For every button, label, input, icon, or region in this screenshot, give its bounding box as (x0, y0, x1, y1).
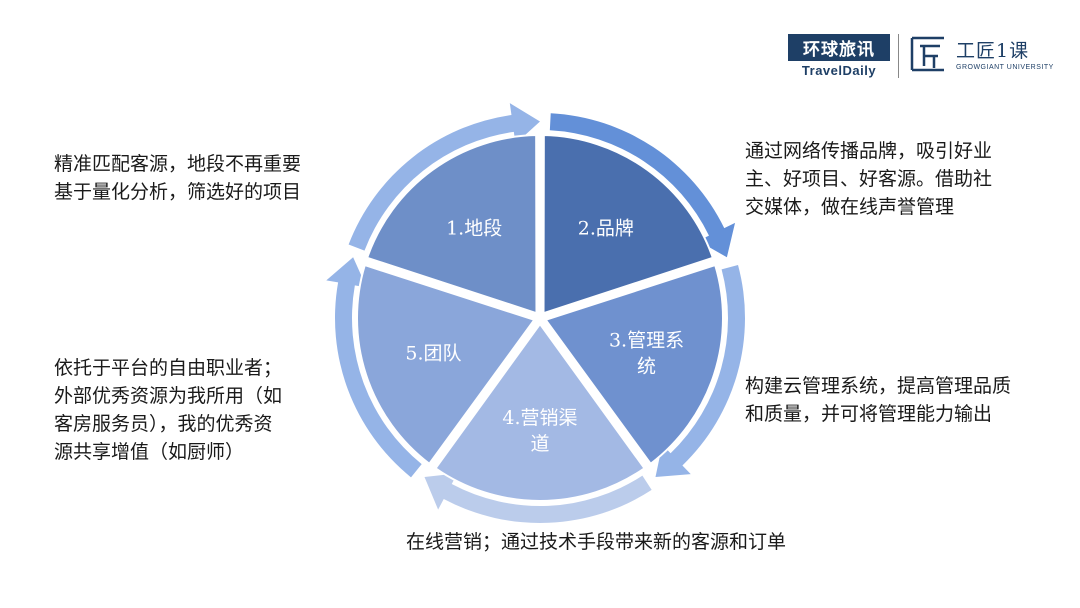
segment-5 (356, 263, 536, 466)
segment-label-4: 4.营销渠道 (502, 407, 577, 455)
segment-4 (434, 322, 646, 502)
segment-2 (542, 134, 715, 315)
segment-label-5: 5.团队 (405, 343, 461, 365)
traveldaily-logo-cn: 环球旅讯 (788, 34, 890, 61)
note-brand: 通过网络传播品牌，吸引好业 主、好项目、好客源。借助社 交媒体，做在线声誉管理 (745, 140, 993, 218)
ring-arrows (326, 103, 745, 523)
note-location: 精准匹配客源，地段不再重要 基于量化分析，筛选好的项目 (54, 153, 302, 203)
pie-segments (356, 134, 724, 502)
ring-arrow-4 (424, 473, 652, 523)
note-marketing: 在线营销；通过技术手段带来新的客源和订单 (406, 531, 787, 553)
segment-label-2: 2.品牌 (578, 217, 634, 239)
traveldaily-logo-en: TravelDaily (801, 63, 877, 78)
growgiant-logo-en: GROWGIANT UNIVERSITY (956, 64, 1054, 71)
segment-1 (365, 134, 538, 315)
ring-arrow-3 (655, 264, 745, 477)
traveldaily-logo: 环球旅讯 TravelDaily (788, 34, 890, 78)
segment-label-1: 1.地段 (446, 217, 502, 239)
logo-divider (898, 34, 899, 78)
segment-labels: 1.地段 2.品牌 3.管理系统 4.营销渠道 5.团队 (405, 217, 684, 455)
note-management: 构建云管理系统，提高管理品质 和质量，并可将管理能力输出 (745, 375, 1012, 425)
growgiant-mark-icon (910, 36, 944, 72)
logo-area: 环球旅讯 TravelDaily 工匠1课 GROWGIANT UNIVERSI… (788, 34, 1058, 80)
ring-arrow-1 (348, 103, 540, 251)
segment-label-3: 3.管理系统 (609, 330, 684, 378)
note-team: 依托于平台的自由职业者； 外部优秀资源为我所用（如 客房服务员），我的优秀资 源… (54, 357, 283, 463)
ring-arrow-5 (326, 257, 422, 478)
growgiant-logo-cn: 工匠1课 (956, 40, 1030, 62)
segment-3 (544, 263, 724, 466)
ring-arrow-2 (549, 113, 736, 258)
